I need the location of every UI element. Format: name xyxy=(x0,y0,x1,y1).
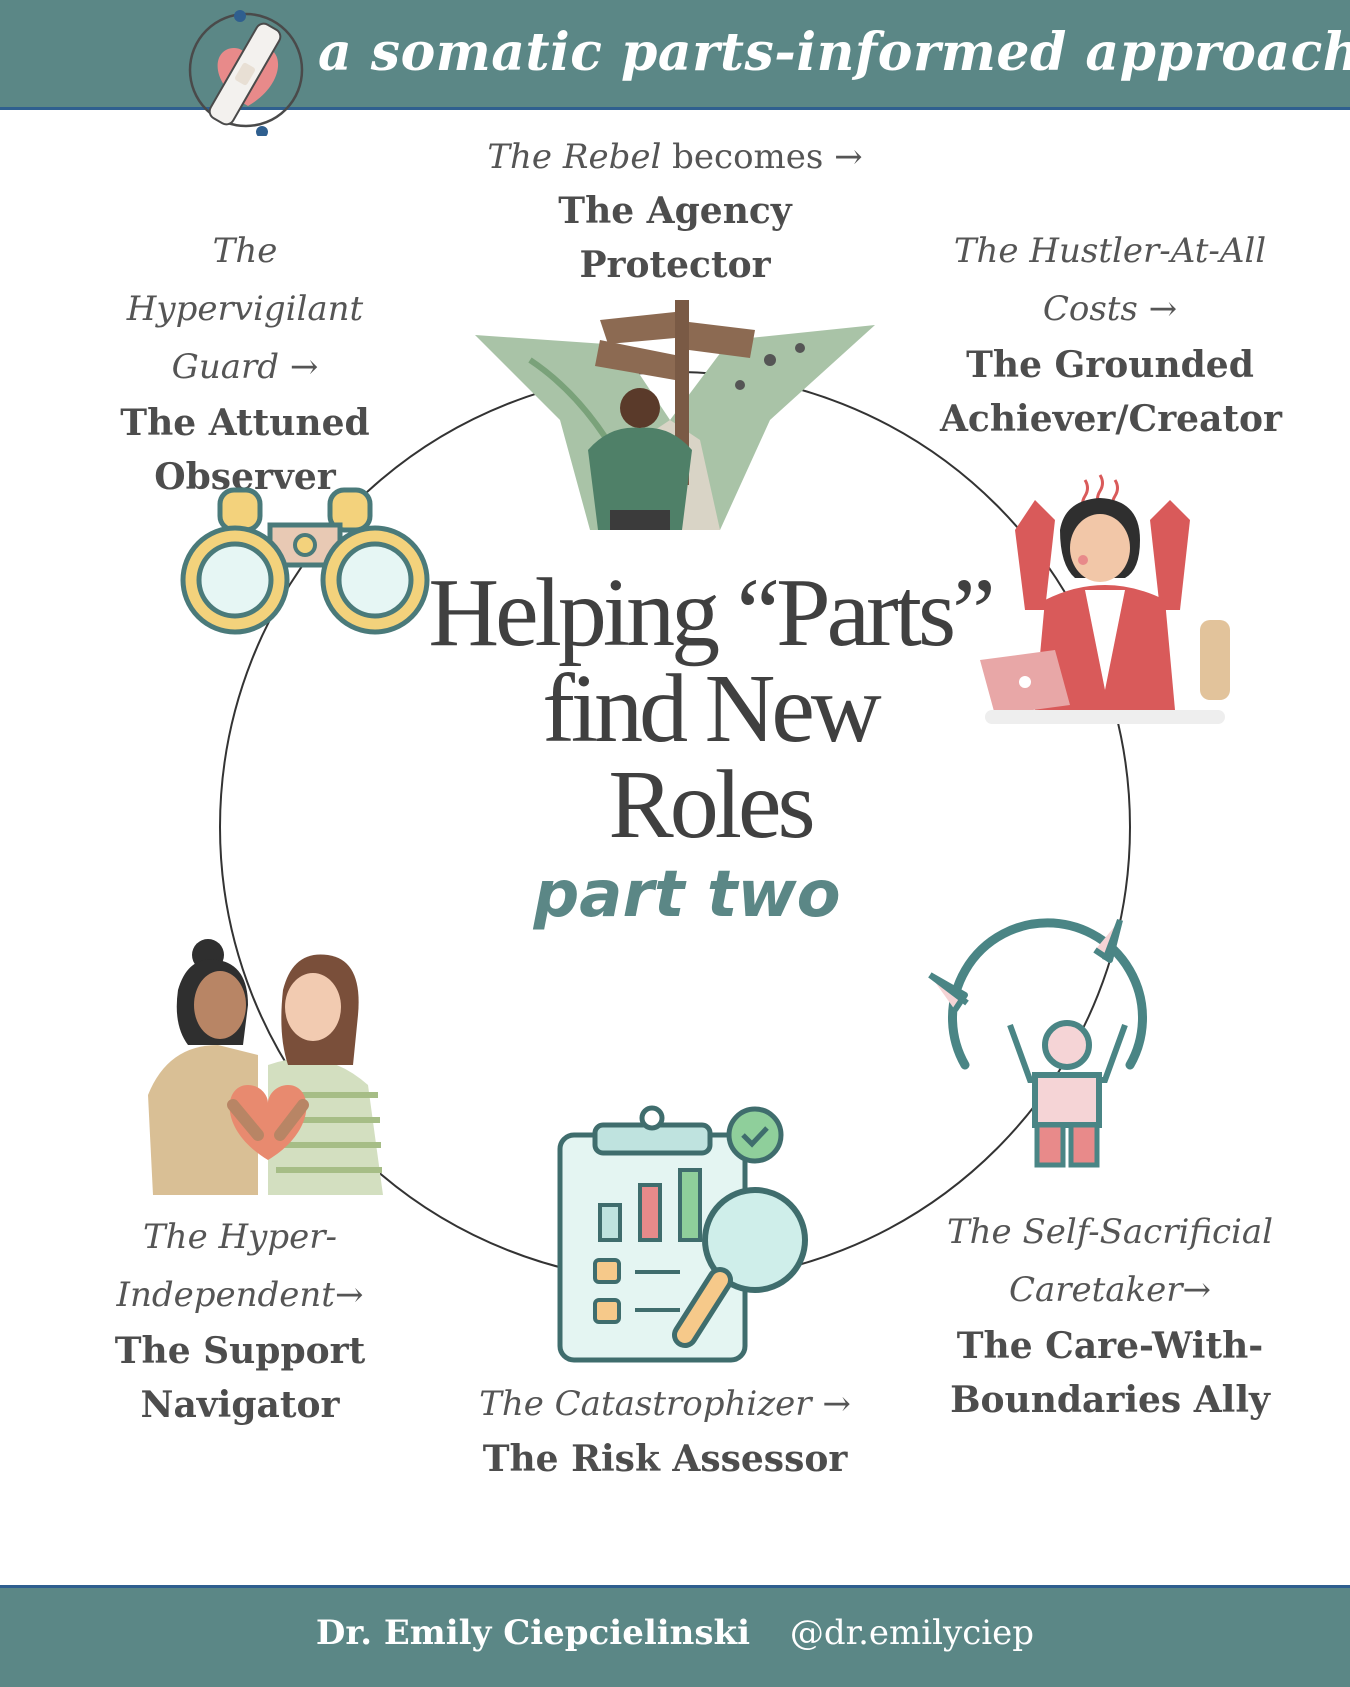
footer-credit: Dr. Emily Ciepcielinski @dr.emilyciep xyxy=(0,1613,1350,1653)
footer-handle[interactable]: @dr.emilyciep xyxy=(789,1613,1035,1653)
footer-banner xyxy=(0,1585,1350,1687)
main-title-line3: Roles xyxy=(608,751,815,859)
role-caretaker-old: The Self-Sacrificial xyxy=(946,1212,1274,1252)
role-hustler-old-line2: Costs → xyxy=(1042,289,1178,329)
main-title: Helping “Parts” find New Roles xyxy=(400,559,1020,859)
main-title-line2: find New xyxy=(542,655,881,763)
role-hustler-old: The Hustler-At-All xyxy=(953,231,1267,271)
role-hustler-new-line2: Achiever/Creator xyxy=(940,398,1282,440)
role-rebel-new-line2: Protector xyxy=(579,244,771,286)
role-hustler: The Hustler-At-All Costs → The Grounded … xyxy=(940,222,1282,446)
role-catastrophizer: The Catastrophizer → The Risk Assessor xyxy=(450,1376,880,1486)
role-hypervigilant-old-line2: Guard → xyxy=(171,347,319,387)
role-hypervigilant-old: The Hypervigilant xyxy=(126,231,364,329)
role-hyperindependent-new: The Support xyxy=(114,1330,366,1372)
role-caretaker-new: The Care-With- xyxy=(956,1325,1264,1367)
role-catastrophizer-new: The Risk Assessor xyxy=(482,1438,848,1480)
role-rebel-old: The Rebel becomes → xyxy=(487,137,863,177)
role-hyperindependent: The Hyper- Independent→ The Support Navi… xyxy=(90,1208,390,1432)
boundary-person-icon xyxy=(928,918,1147,1168)
role-hyperindependent-old-line2: Independent→ xyxy=(116,1275,364,1315)
crossroads-signpost-illustration xyxy=(475,300,875,530)
two-people-heart-illustration xyxy=(148,939,383,1195)
subtitle: part two xyxy=(533,858,841,932)
role-rebel-new: The Agency xyxy=(558,190,792,232)
role-hyperindependent-old: The Hyper- xyxy=(143,1217,337,1257)
role-catastrophizer-old: The Catastrophizer → xyxy=(479,1384,851,1424)
role-hypervigilant: The Hypervigilant Guard → The Attuned Ob… xyxy=(95,222,395,504)
role-caretaker-old-line2: Caretaker→ xyxy=(1008,1270,1212,1310)
heart-bandage-icon xyxy=(188,10,304,136)
header-tagline: a somatic parts-informed approach xyxy=(318,22,1350,83)
role-hustler-new: The Grounded xyxy=(966,344,1254,386)
footer-author: Dr. Emily Ciepcielinski xyxy=(315,1613,750,1653)
role-hyperindependent-new-line2: Navigator xyxy=(140,1384,340,1426)
main-title-line1: Helping “Parts” xyxy=(428,559,995,667)
clipboard-magnifier-icon xyxy=(557,1105,808,1363)
relaxed-worker-laptop-illustration xyxy=(980,474,1230,724)
role-caretaker: The Self-Sacrificial Caretaker→ The Care… xyxy=(940,1203,1280,1427)
role-hypervigilant-new: The Attuned xyxy=(120,402,370,444)
role-rebel: The Rebel becomes → The Agency Protector xyxy=(430,130,920,292)
role-caretaker-new-line2: Boundaries Ally xyxy=(950,1379,1270,1421)
binoculars-icon xyxy=(180,487,430,635)
